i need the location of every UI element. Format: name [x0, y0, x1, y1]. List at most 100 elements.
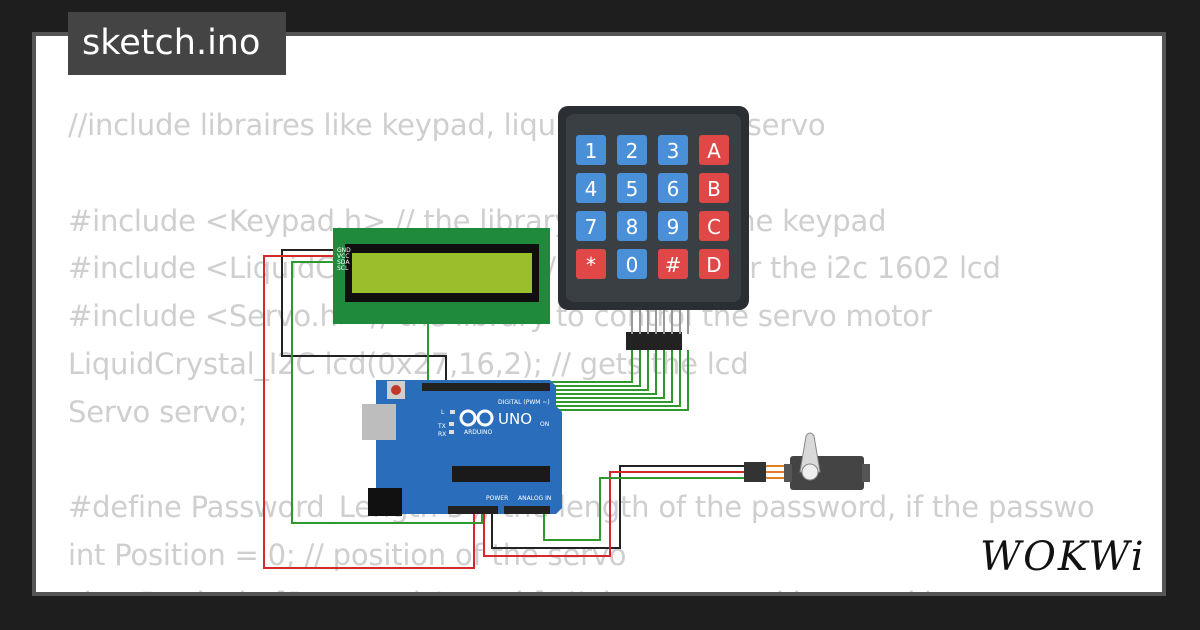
rx-label: RX — [438, 431, 446, 438]
keypad-key-bg — [617, 211, 647, 241]
keypad-key-3-1[interactable]: 0 — [617, 249, 647, 279]
servo-body — [790, 456, 864, 490]
keypad-key-0-3[interactable]: A — [699, 135, 729, 165]
keypad-key-label: # — [665, 253, 682, 277]
digital-header — [422, 383, 550, 391]
wire-key-1 — [548, 350, 633, 383]
power-header — [448, 506, 498, 514]
keypad-key-label: * — [586, 253, 596, 277]
keypad-key-bg — [576, 135, 606, 165]
keypad-key-bg — [658, 173, 688, 203]
wokwi-logo: WOKWi — [980, 534, 1146, 580]
lcd-pin-gnd: GND — [337, 247, 351, 254]
analog-header — [504, 506, 550, 514]
on-label: ON — [540, 421, 549, 428]
keypad-key-label: 9 — [667, 215, 680, 239]
keypad-key-label: D — [706, 253, 721, 277]
tx-led — [449, 422, 454, 426]
keypad-key-2-2[interactable]: 9 — [658, 211, 688, 241]
keypad-key-0-0[interactable]: 1 — [576, 135, 606, 165]
servo-motor[interactable] — [744, 432, 870, 490]
wire-key-7 — [500, 350, 681, 407]
keypad-key-label: 2 — [626, 139, 639, 163]
arduino-brand: ARDUINO — [464, 429, 493, 436]
servo-tab-right — [862, 464, 870, 482]
code-line-6: LiquidCrystal_I2C lcd(0x27,16,2); // get… — [68, 346, 749, 381]
wire-key-2 — [544, 350, 641, 387]
lcd-pin-scl: SCL — [337, 265, 349, 272]
keypad-key-label: 6 — [667, 177, 680, 201]
lcd-module[interactable]: GND VCC SDA SCL — [333, 228, 550, 324]
keypad-key-label: 8 — [626, 215, 639, 239]
keypad-key-label: A — [707, 139, 721, 163]
tx-label: TX — [437, 423, 446, 430]
l-led — [450, 410, 455, 414]
digital-label: DIGITAL (PWM ~) — [498, 399, 550, 406]
keypad-key-bg — [576, 173, 606, 203]
keypad-key-label: 7 — [585, 215, 598, 239]
keypad-face — [566, 114, 741, 302]
wire-servo-gnd — [491, 465, 746, 549]
keypad-key-bg — [658, 135, 688, 165]
keypad-key-label: 3 — [667, 139, 680, 163]
keypad-key-2-3[interactable]: C — [699, 211, 729, 241]
wire-vcc — [263, 255, 475, 569]
wire-key-5 — [508, 350, 665, 399]
keypad-key-bg — [617, 135, 647, 165]
keypad-key-3-3[interactable]: D — [699, 249, 729, 279]
wokwi-logo-text: WOKWi — [980, 534, 1146, 580]
arduino-logo-icon — [459, 409, 494, 427]
keypad-key-1-3[interactable]: B — [699, 173, 729, 203]
keypad-key-label: 5 — [626, 177, 639, 201]
keypad-key-bg — [576, 249, 606, 279]
keypad-keys[interactable]: 1 2 3 A 4 5 6 B 7 8 9 C * 0 # D — [576, 135, 729, 279]
rx-led — [449, 430, 454, 434]
keypad-key-1-1[interactable]: 5 — [617, 173, 647, 203]
keypad-key-bg — [699, 173, 729, 203]
analog-label: ANALOG IN — [518, 495, 551, 502]
atmega-chip — [452, 466, 550, 482]
wire-key-3 — [540, 350, 649, 391]
file-tab[interactable]: sketch.ino — [68, 12, 286, 75]
l-led-label: L — [441, 409, 445, 416]
uno-label: UNO — [498, 410, 532, 428]
lcd-pin-vcc: VCC — [337, 253, 349, 260]
wire-key-6 — [504, 350, 673, 403]
code-line-11: char Particular[Password_Length]; // the… — [68, 580, 1095, 592]
code-line-7: Servo servo; — [68, 394, 248, 429]
keypad-key-bg — [658, 211, 688, 241]
keypad-module[interactable]: 1 2 3 A 4 5 6 B 7 8 9 C * 0 # D — [558, 106, 749, 350]
servo-shaft — [801, 463, 819, 481]
keypad-key-label: 4 — [585, 177, 598, 201]
lcd-pin-sda: SDA — [337, 259, 350, 266]
code-line-10: int Position = 0; // position of the ser… — [68, 538, 627, 573]
wire-sda — [291, 261, 483, 524]
wire-servo-vcc — [483, 471, 746, 557]
servo-connector — [744, 462, 766, 482]
keypad-key-bg — [699, 211, 729, 241]
keypad-key-bg — [617, 249, 647, 279]
keypad-key-label: 1 — [585, 139, 598, 163]
usb-port — [362, 404, 396, 440]
keypad-key-bg — [576, 211, 606, 241]
keypad-key-0-1[interactable]: 2 — [617, 135, 647, 165]
arduino-uno-board[interactable]: DIGITAL (PWM ~) UNO ARDUINO ON L TX RX P… — [362, 380, 562, 516]
keypad-key-2-0[interactable]: 7 — [576, 211, 606, 241]
keypad-key-0-2[interactable]: 3 — [658, 135, 688, 165]
keypad-key-3-0[interactable]: * — [576, 249, 606, 279]
keypad-key-label: C — [707, 215, 721, 239]
servo-horn — [799, 432, 821, 473]
power-label: POWER — [486, 495, 508, 502]
keypad-key-label: B — [707, 177, 721, 201]
wire-key-4 — [536, 350, 657, 395]
power-jack — [368, 488, 402, 516]
keypad-key-1-0[interactable]: 4 — [576, 173, 606, 203]
lcd-screen — [352, 253, 532, 293]
keypad-key-2-1[interactable]: 8 — [617, 211, 647, 241]
keypad-connector — [626, 332, 682, 350]
keypad-key-3-2[interactable]: # — [658, 249, 688, 279]
keypad-key-1-2[interactable]: 6 — [658, 173, 688, 203]
wire-gnd — [281, 249, 447, 384]
reset-button[interactable] — [391, 385, 401, 395]
